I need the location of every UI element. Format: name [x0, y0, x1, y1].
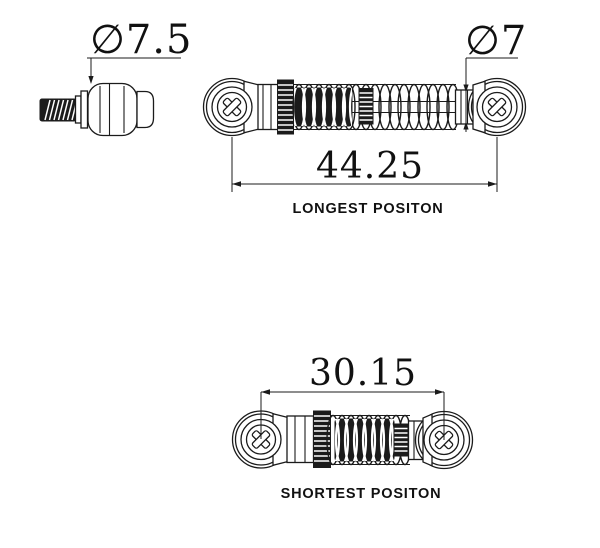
longest-position-assembly	[202, 77, 527, 137]
shortest-position-assembly	[231, 410, 474, 470]
right-eye-mount	[467, 77, 527, 137]
damper-body	[286, 415, 315, 464]
shortest-position-caption: SHORTEST POSITON	[281, 486, 442, 502]
leader-diameter-7-5: ∅7.5	[87, 17, 192, 84]
damper-body	[257, 83, 280, 131]
threaded-stud	[39, 98, 77, 122]
ball-housing	[87, 82, 138, 137]
knurled-collar	[358, 88, 374, 125]
shortest-length-label: 30.15	[309, 353, 417, 394]
dimension-longest-length: 44.25	[231, 137, 498, 192]
ball-end-cap	[136, 90, 155, 129]
longest-position-caption: LONGEST POSITON	[292, 201, 443, 217]
longest-length-label: 44.25	[316, 146, 424, 187]
knurled-adjuster-ring	[277, 79, 294, 135]
knurled-collar	[393, 423, 409, 457]
right-eye-mount	[414, 410, 474, 470]
knurled-adjuster-ring	[313, 410, 331, 468]
left-eye-mount	[202, 77, 262, 137]
phillips-screw-icon	[211, 86, 253, 128]
rod-diameter-label: ∅7	[465, 18, 527, 64]
diameter-7-5-label: ∅7.5	[90, 17, 192, 63]
side-view-stud	[39, 82, 155, 137]
stud-washer	[74, 95, 82, 124]
stud-flange	[80, 90, 89, 129]
phillips-screw-icon	[476, 86, 518, 128]
dimension-rod-diameter-7: ∅7	[463, 18, 527, 132]
dimension-shortest-length: 30.15	[260, 353, 445, 440]
